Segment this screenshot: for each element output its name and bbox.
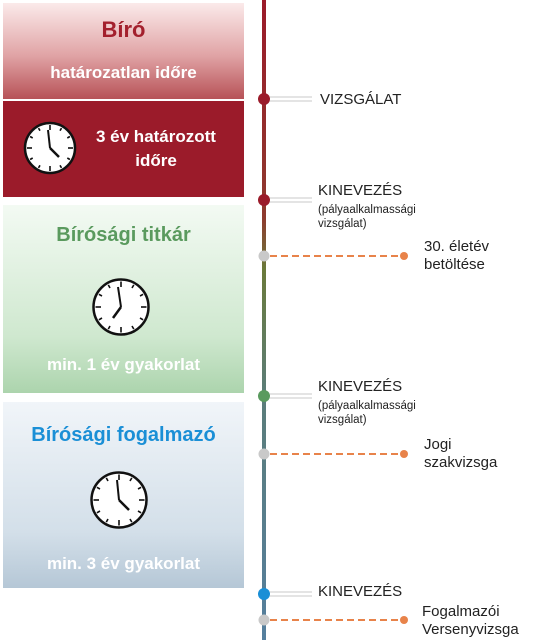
milestone-label-kinevezes-2: KINEVEZÉS	[318, 378, 403, 395]
milestone-label-30: 30. életév betöltése	[424, 238, 490, 273]
clock-icon	[90, 471, 148, 529]
orange-endpoint	[400, 616, 408, 624]
milestone-label-kinevezes-1: KINEVEZÉS	[318, 182, 403, 199]
clerk-box: Bírósági fogalmazó min. 3 év gyakorlat	[3, 402, 244, 588]
judge-title: Bíró	[101, 17, 146, 42]
secretary-title: Bírósági titkár	[56, 224, 191, 246]
milestone-label-kinevezes-3: KINEVEZÉS	[318, 583, 403, 600]
timeline-axis	[262, 0, 266, 640]
clock-icon	[92, 278, 150, 336]
milestone-node-kinevezes-2	[258, 390, 270, 402]
judge-fixed-term: 3 év határozott időre	[96, 127, 216, 170]
secretary-requirement: min. 1 év gyakorlat	[46, 355, 201, 374]
clock-icon	[23, 121, 77, 175]
milestone-node-jogi	[258, 448, 270, 460]
secretary-box: Bírósági titkár min. 1 év gyakorlat	[3, 205, 244, 393]
milestone-note-kinevezes-2: (pályaalkalmassági vizsgálat)	[318, 400, 416, 426]
milestone-label-fogalmazoi: Fogalmazói Versenyvizsga	[422, 603, 519, 638]
milestone-node-30	[258, 250, 270, 262]
connector-kinevezes-2	[270, 393, 312, 399]
judge-box-top: Bíró határozatlan időre	[3, 3, 244, 99]
milestone-node-fogalmazoi	[258, 614, 270, 626]
orange-endpoint	[400, 450, 408, 458]
milestone-node-kinevezes-1	[258, 194, 270, 206]
orange-endpoint	[400, 252, 408, 260]
milestone-node-vizsgalat	[258, 93, 270, 105]
judge-box-bottom: 3 év határozott időre	[3, 101, 244, 197]
connector-kinevezes-1	[270, 197, 312, 203]
connector-kinevezes-3	[270, 591, 312, 597]
judge-subtitle: határozatlan időre	[50, 63, 197, 82]
clerk-requirement: min. 3 év gyakorlat	[46, 554, 201, 573]
milestone-node-kinevezes-3	[258, 588, 270, 600]
connector-vizsgalat	[270, 96, 312, 102]
milestone-note-kinevezes-1: (pályaalkalmassági vizsgálat)	[318, 204, 416, 230]
milestone-label-jogi: Jogi szakvizsga	[424, 436, 498, 471]
clerk-title: Bírósági fogalmazó	[31, 424, 216, 446]
milestone-label-vizsgalat: VIZSGÁLAT	[320, 91, 402, 108]
